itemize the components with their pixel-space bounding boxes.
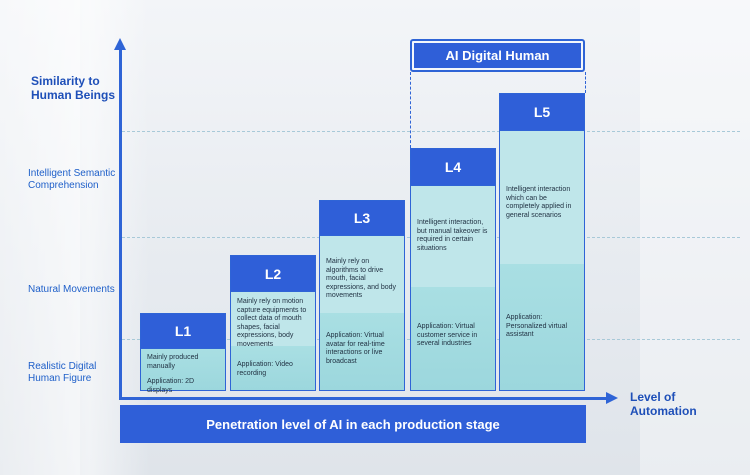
level-l3-header: L3 (320, 201, 404, 236)
level-l4-body (411, 287, 495, 390)
y-level-figure: Realistic Digital Human Figure (28, 361, 97, 384)
level-l4-description: Intelligent interaction, but manual take… (417, 219, 488, 252)
ai-digital-human-badge: AI Digital Human (410, 39, 585, 72)
level-l5-application: Application: Personalized virtual assist… (506, 314, 568, 338)
level-l1-description: Mainly produced manually (147, 354, 199, 370)
level-l1: L1 Mainly produced manually Application:… (140, 313, 226, 394)
level-l2-header: L2 (231, 256, 315, 292)
y-axis-arrow-icon (114, 38, 126, 50)
ai-bracket-line (410, 72, 411, 148)
level-l1-header: L1 (141, 314, 225, 349)
x-axis-arrow-icon (606, 392, 618, 404)
y-axis-line (119, 46, 122, 400)
level-l3-body (320, 313, 404, 390)
y-level-semantic: Intelligent Semantic Comprehension (28, 168, 116, 191)
level-l1-application: Application: 2D displays (147, 378, 195, 394)
x-axis-line (119, 397, 609, 400)
y-level-movements: Natural Movements (28, 284, 115, 295)
background-panel (0, 0, 80, 475)
x-axis-title: Level of Automation (630, 390, 697, 418)
ai-digital-human-label: AI Digital Human (414, 43, 581, 68)
level-l2-application: Application: Video recording (237, 361, 293, 377)
level-l5-header: L5 (500, 94, 584, 131)
level-l4-application: Application: Virtual customer service in… (417, 323, 478, 347)
level-l1-body (141, 349, 225, 390)
level-l5-body (500, 264, 584, 390)
level-l2-description: Mainly rely on motion capture equipments… (237, 298, 307, 348)
gridline (122, 131, 740, 132)
level-l5-description: Intelligent interaction which can be com… (506, 186, 572, 219)
level-l2-body (231, 346, 315, 390)
penetration-banner: Penetration level of AI in each producti… (120, 405, 586, 443)
level-l4-header: L4 (411, 149, 495, 186)
level-l3-description: Mainly rely on algorithms to drive mouth… (326, 258, 397, 299)
level-l3-application: Application: Virtual avatar for real-tim… (326, 332, 385, 365)
level-l2: L2 Mainly rely on motion capture equipme… (230, 255, 316, 391)
level-l3: L3 Mainly rely on algorithms to drive mo… (319, 200, 405, 391)
level-l5: L5 Intelligent interaction which can be … (499, 93, 585, 391)
ai-bracket-line (585, 72, 586, 93)
level-l4: L4 Intelligent interaction, but manual t… (410, 148, 496, 391)
y-axis-title: Similarity to Human Beings (31, 74, 116, 102)
